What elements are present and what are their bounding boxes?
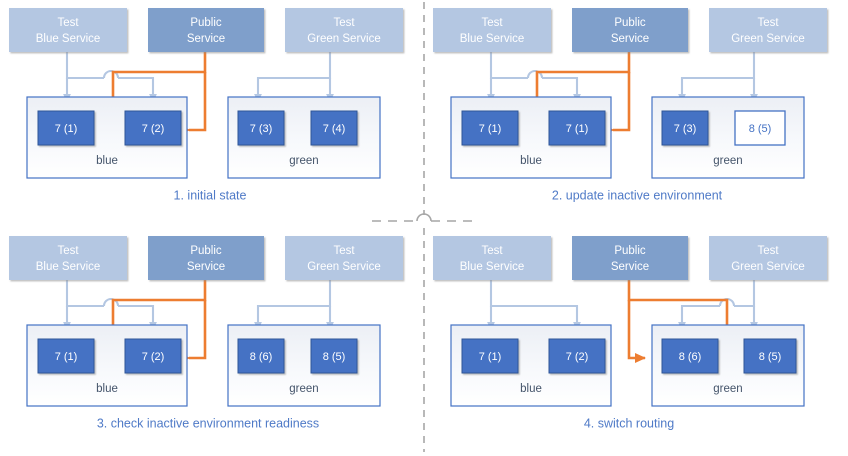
connector-test-green-to-green-env [254, 52, 334, 103]
node-blue-0[interactable]: 7 (1) [461, 338, 519, 374]
connector-test-green-to-green-env [254, 280, 334, 331]
connector-test-blue-to-blue-env [487, 52, 581, 103]
panel-caption: 4. switch routing [584, 416, 674, 430]
node-label: 7 (2) [142, 123, 165, 135]
service-label-line1: Test [333, 245, 355, 257]
node-label: 8 (6) [679, 351, 702, 363]
service-label-line1: Test [481, 17, 503, 29]
node-label: 7 (2) [566, 351, 589, 363]
node-blue-1[interactable]: 7 (1) [548, 110, 606, 146]
service-public[interactable]: Public Service [572, 8, 688, 52]
node-green-1[interactable]: 8 (5) [310, 338, 358, 374]
node-label: 8 (5) [749, 123, 772, 135]
service-label-line2: Service [187, 33, 225, 45]
env-label-green: green [289, 383, 318, 395]
node-green-0[interactable]: 8 (6) [661, 338, 719, 374]
node-label: 7 (3) [674, 123, 697, 135]
node-green-1[interactable]: 8 (5) [743, 338, 797, 374]
env-label-green: green [289, 155, 318, 167]
node-label: 7 (1) [479, 351, 502, 363]
service-test-green[interactable]: Test Green Service [285, 8, 403, 52]
service-public[interactable]: Public Service [572, 236, 688, 280]
panel-1: blue green 7 (1) 7 (2) 7 (3) 7 (4) Test … [9, 8, 403, 202]
service-label-line2: Green Service [307, 261, 381, 273]
service-test-blue[interactable]: Test Blue Service [433, 236, 551, 280]
node-green-0[interactable]: 7 (3) [661, 110, 709, 146]
service-test-blue[interactable]: Test Blue Service [9, 8, 127, 52]
service-label-line1: Test [57, 245, 79, 257]
connector-test-blue-to-blue-env [63, 280, 157, 331]
service-test-green[interactable]: Test Green Service [285, 236, 403, 280]
service-label-line2: Blue Service [36, 261, 101, 273]
connector-test-blue-to-blue-env [63, 52, 157, 103]
node-label: 8 (5) [323, 351, 346, 363]
env-label-green: green [713, 383, 742, 395]
node-label: 7 (1) [566, 123, 589, 135]
service-label-line2: Blue Service [460, 33, 525, 45]
service-label-line1: Test [481, 245, 503, 257]
node-label: 7 (1) [479, 123, 502, 135]
env-label-blue: blue [96, 383, 118, 395]
service-label-line1: Test [333, 17, 355, 29]
node-label: 7 (3) [250, 123, 273, 135]
panel-caption: 1. initial state [174, 188, 247, 202]
node-label: 7 (2) [142, 351, 165, 363]
panel-divider-horizontal [372, 213, 476, 222]
node-blue-0[interactable]: 7 (1) [37, 110, 95, 146]
node-blue-1[interactable]: 7 (2) [124, 338, 182, 374]
service-label-line1: Public [614, 17, 646, 29]
service-test-green[interactable]: Test Green Service [709, 236, 827, 280]
node-green-0[interactable]: 8 (6) [237, 338, 285, 374]
node-green-0[interactable]: 7 (3) [237, 110, 285, 146]
env-label-blue: blue [520, 383, 542, 395]
node-blue-1[interactable]: 7 (2) [548, 338, 606, 374]
service-public[interactable]: Public Service [148, 236, 264, 280]
service-label-line2: Blue Service [36, 33, 101, 45]
connector-test-green-to-green-env [678, 52, 758, 103]
node-label: 8 (6) [250, 351, 273, 363]
service-label-line1: Public [614, 245, 646, 257]
env-label-green: green [713, 155, 742, 167]
service-label-line2: Green Service [307, 33, 381, 45]
service-label-line1: Test [757, 17, 779, 29]
service-label-line1: Public [190, 245, 222, 257]
node-blue-1[interactable]: 7 (2) [124, 110, 182, 146]
panel-4: blue green 7 (1) 7 (2) 8 (6) 8 (5) Test … [433, 236, 827, 430]
env-label-blue: blue [520, 155, 542, 167]
env-label-blue: blue [96, 155, 118, 167]
node-label: 8 (5) [759, 351, 782, 363]
node-label: 7 (1) [55, 351, 78, 363]
node-label: 7 (1) [55, 123, 78, 135]
service-label-line1: Test [757, 245, 779, 257]
node-blue-0[interactable]: 7 (1) [461, 110, 519, 146]
node-blue-0[interactable]: 7 (1) [37, 338, 95, 374]
connector-test-green-to-green-env [678, 280, 758, 331]
node-label: 7 (4) [323, 123, 346, 135]
node-green-1[interactable]: 8 (5) [734, 110, 786, 146]
panel-caption: 2. update inactive environment [552, 188, 723, 202]
connector-test-blue-to-blue-env [487, 280, 581, 331]
service-test-blue[interactable]: Test Blue Service [9, 236, 127, 280]
panel-caption: 3. check inactive environment readiness [97, 416, 319, 430]
service-test-blue[interactable]: Test Blue Service [433, 8, 551, 52]
service-label-line1: Public [190, 17, 222, 29]
service-label-line2: Green Service [731, 33, 805, 45]
service-public[interactable]: Public Service [148, 8, 264, 52]
service-label-line1: Test [57, 17, 79, 29]
service-label-line2: Blue Service [460, 261, 525, 273]
service-label-line2: Service [611, 33, 649, 45]
panel-2: blue green 7 (1) 7 (1) 7 (3) 8 (5) Test … [433, 8, 827, 202]
service-label-line2: Service [187, 261, 225, 273]
service-label-line2: Service [611, 261, 649, 273]
panel-3: blue green 7 (1) 7 (2) 8 (6) 8 (5) Test … [9, 236, 403, 430]
node-green-1[interactable]: 7 (4) [310, 110, 358, 146]
service-label-line2: Green Service [731, 261, 805, 273]
service-test-green[interactable]: Test Green Service [709, 8, 827, 52]
